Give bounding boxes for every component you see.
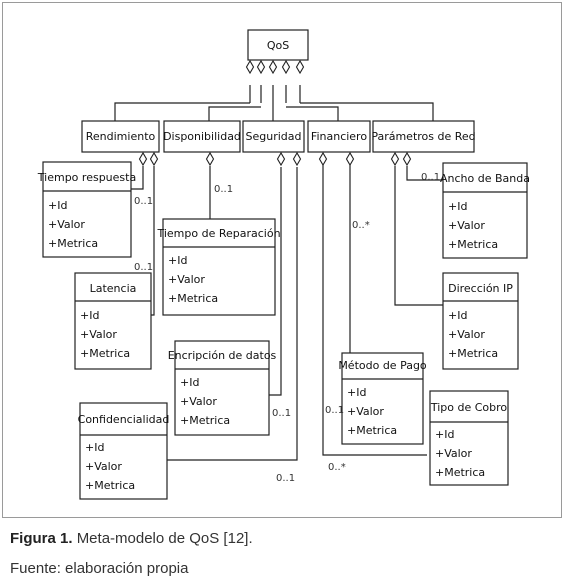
category-labels: Rendimiento Disponibilidad Seguridad Fin…	[86, 130, 476, 143]
class-tiempo-respuesta: Tiempo respuesta +Id +Valor +Metrica	[37, 161, 136, 258]
diamond-shape	[276, 151, 286, 167]
figure-label: Figura 1.	[10, 530, 73, 547]
class-title: Confidencialidad	[78, 413, 170, 426]
attribute-id: +Id	[80, 309, 99, 322]
class-metodo-de-pago: Método de Pago +Id +Valor +Metrica	[338, 352, 427, 445]
attribute-metrica: +Metrica	[347, 424, 397, 437]
attribute-id: +Id	[180, 376, 199, 389]
diamond-shape	[245, 59, 255, 75]
qos-metamodel-diagram: QoS Rendimiento Disponibilidad Seguridad…	[37, 29, 530, 500]
attribute-valor: +Valor	[448, 219, 485, 232]
figure-caption: Figura 1. Meta-modelo de QoS [12].	[10, 530, 253, 547]
aggregation-diamonds	[138, 59, 412, 167]
category-parametros-de-red: Parámetros de Red	[371, 130, 475, 143]
diamond-shape	[149, 151, 159, 167]
attribute-valor: +Valor	[448, 328, 485, 341]
multiplicity-ancho-banda: 0..1	[421, 172, 440, 183]
figure-source: Fuente: elaboración propia	[10, 560, 189, 577]
attribute-metrica: +Metrica	[48, 237, 98, 250]
attribute-id: +Id	[347, 386, 366, 399]
diamond-shape	[345, 151, 355, 167]
class-title: Método de Pago	[338, 359, 427, 372]
diamond-shape	[318, 151, 328, 167]
attribute-metrica: +Metrica	[448, 238, 498, 251]
attribute-id: +Id	[48, 199, 67, 212]
class-ancho-de-banda: Ancho de Banda +Id +Valor +Metrica	[440, 162, 530, 259]
diamond-shape	[390, 151, 400, 167]
multiplicity-tipo-cobro-left: 0..1	[325, 405, 344, 416]
attribute-valor: +Valor	[168, 273, 205, 286]
diamond-shape	[295, 59, 305, 75]
diamond-shape	[268, 59, 278, 75]
attribute-valor: +Valor	[435, 447, 472, 460]
attribute-metrica: +Metrica	[80, 347, 130, 360]
multiplicity-encripcion: 0..1	[272, 408, 291, 419]
class-tipo-de-cobro: Tipo de Cobro +Id +Valor +Metrica	[429, 390, 509, 486]
attribute-id: +Id	[435, 428, 454, 441]
attribute-valor: +Valor	[180, 395, 217, 408]
figure-text: Meta-modelo de QoS [12].	[76, 530, 253, 547]
class-encripcion-de-datos: Encripción de datos +Id +Valor +Metrica	[168, 340, 277, 436]
class-title: Tipo de Cobro	[430, 401, 508, 414]
attribute-id: +Id	[168, 254, 187, 267]
multiplicity-tiempo-reparacion: 0..1	[214, 184, 233, 195]
category-disponibilidad: Disponibilidad	[163, 130, 241, 143]
class-title: Latencia	[90, 282, 137, 295]
attribute-valor: +Valor	[48, 218, 85, 231]
multiplicity-confidencialidad: 0..1	[276, 473, 295, 484]
class-tiempo-de-reparacion: Tiempo de Reparación +Id +Valor +Metrica	[156, 218, 281, 316]
attribute-id: +Id	[448, 200, 467, 213]
attribute-valor: +Valor	[80, 328, 117, 341]
diamond-shape	[205, 151, 215, 167]
multiplicity-tiempo-respuesta: 0..1	[134, 196, 153, 207]
class-direccion-ip: Dirección IP +Id +Valor +Metrica	[442, 272, 519, 370]
class-title: Tiempo respuesta	[37, 171, 136, 184]
diamond-shape	[281, 59, 291, 75]
diamond-shape	[292, 151, 302, 167]
multiplicity-labels: 0..1 0..1 0..1 0..1 0..1 0..* 0..1 0..* …	[134, 172, 440, 484]
class-title: Ancho de Banda	[440, 172, 530, 185]
attribute-metrica: +Metrica	[180, 414, 230, 427]
class-latencia: Latencia +Id +Valor +Metrica	[74, 272, 152, 370]
category-row	[81, 120, 475, 153]
attribute-metrica: +Metrica	[85, 479, 135, 492]
diagram-frame: QoS Rendimiento Disponibilidad Seguridad…	[2, 2, 562, 518]
attribute-metrica: +Metrica	[435, 466, 485, 479]
class-confidencialidad: Confidencialidad +Id +Valor +Metrica	[78, 402, 170, 500]
attribute-valor: +Valor	[85, 460, 122, 473]
category-financiero: Financiero	[311, 130, 367, 143]
attribute-valor: +Valor	[347, 405, 384, 418]
class-title: Encripción de datos	[168, 349, 277, 362]
category-rendimiento: Rendimiento	[86, 130, 156, 143]
class-title: Dirección IP	[448, 282, 513, 295]
attribute-id: +Id	[85, 441, 104, 454]
class-title: Tiempo de Reparación	[156, 227, 280, 240]
qos-root-class: QoS	[247, 29, 309, 61]
qos-root-label: QoS	[267, 39, 289, 52]
category-seguridad: Seguridad	[246, 130, 302, 143]
attribute-metrica: +Metrica	[448, 347, 498, 360]
multiplicity-metodo-pago: 0..*	[352, 220, 370, 231]
diamond-shape	[138, 151, 148, 167]
multiplicity-latencia: 0..1	[134, 262, 153, 273]
connector-lines	[114, 85, 443, 461]
multiplicity-tipo-cobro-bottom: 0..*	[328, 462, 346, 473]
diamond-shape	[256, 59, 266, 75]
attribute-id: +Id	[448, 309, 467, 322]
diamond-shape	[402, 151, 412, 167]
attribute-metrica: +Metrica	[168, 292, 218, 305]
